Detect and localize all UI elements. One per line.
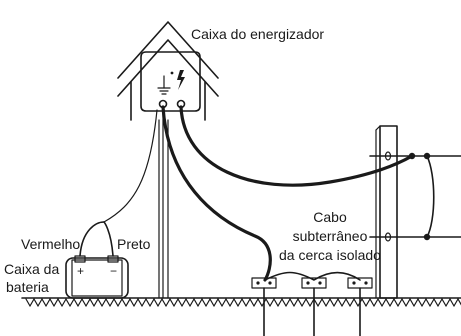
red-wire-label: Vermelho [21, 236, 81, 252]
energizer-support-posts [158, 111, 169, 299]
black-lead [103, 221, 114, 257]
energizer-box-label: Caixa do energizador [191, 26, 325, 42]
battery-negative-sign: − [110, 264, 118, 278]
red-lead [79, 221, 105, 257]
fence-wires [369, 151, 461, 242]
battery-lead [103, 109, 158, 223]
ground-symbol-icon [157, 75, 171, 95]
ground-rod-link [264, 271, 361, 281]
ground-surface [21, 297, 461, 307]
battery-box [65, 257, 129, 299]
jumper-wire [426, 155, 435, 238]
energizer-body [140, 51, 201, 112]
ground-rod-2 [301, 277, 327, 336]
black-wire-label: Preto [117, 236, 151, 252]
indicator-dot [170, 71, 174, 75]
cable-label-line1: Cabo [313, 209, 347, 225]
battery-post-negative [107, 255, 119, 263]
energizer-shelter [117, 21, 219, 121]
ground-cable [161, 105, 272, 282]
shelter-roof-outer [117, 21, 219, 79]
lightning-bolt-icon [177, 70, 185, 90]
battery-positive-sign: + [77, 264, 85, 278]
shelter-roof-inner [117, 39, 219, 97]
insulator-top [384, 151, 392, 161]
battery-box-label-line2: bateria [6, 279, 49, 295]
battery-body [71, 259, 123, 297]
fence-cable [179, 105, 414, 187]
cable-label-line2: subterrâneo [292, 228, 368, 244]
ground-rod-3 [347, 277, 373, 336]
battery-box-label-line1: Caixa da [4, 261, 60, 277]
ground-rod-1 [251, 277, 277, 336]
ground-rods [251, 271, 373, 336]
insulator-bottom [384, 232, 392, 242]
cable-label-line3: da cerca isolado [279, 247, 381, 263]
battery-icon [65, 221, 129, 299]
battery-post-positive [74, 255, 86, 263]
